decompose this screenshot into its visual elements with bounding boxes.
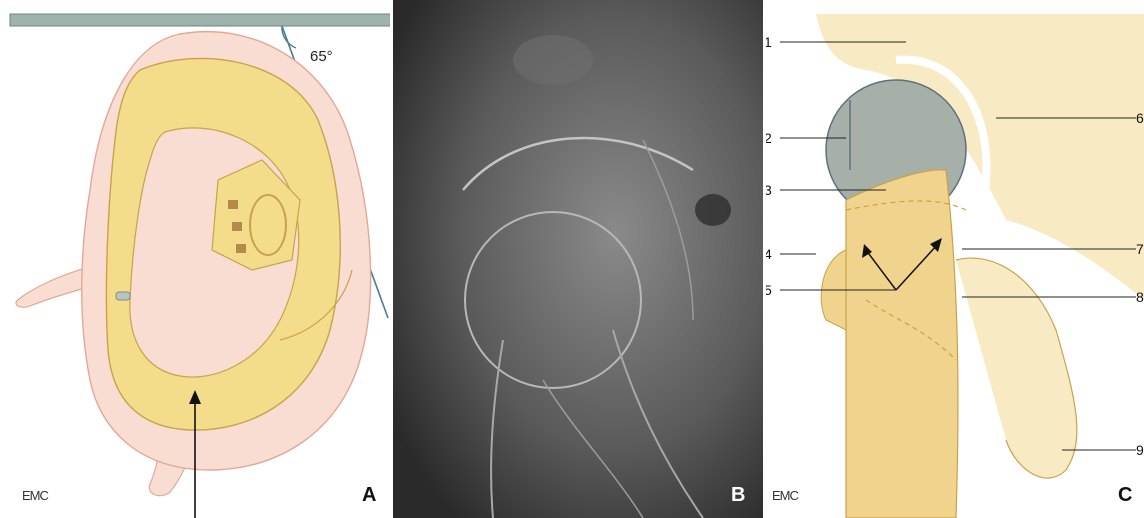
panel-a-pelvis-diagram: 65° EMC A — [0, 0, 390, 518]
exam-table-bar — [10, 14, 390, 26]
panel-c-hip-diagram: 1 2 3 4 5 6 7 8 9 EMC C — [766, 0, 1144, 518]
angle-label: 65° — [310, 48, 333, 65]
pubic-symphysis — [116, 292, 130, 300]
label-5: 5 — [766, 282, 772, 298]
label-9: 9 — [1136, 442, 1144, 458]
panel-b-xray: B — [393, 0, 763, 518]
pelvis-illustration — [0, 0, 390, 518]
femur — [846, 170, 958, 518]
label-4: 4 — [766, 246, 772, 262]
panel-letter-c: C — [1118, 484, 1132, 507]
sacral-foramen-2 — [232, 222, 242, 231]
emc-logo: EMC — [772, 488, 798, 503]
label-6: 6 — [1136, 110, 1144, 126]
hip-illustration — [766, 0, 1144, 518]
label-3: 3 — [766, 182, 772, 198]
panel-letter-a: A — [362, 484, 376, 507]
label-7: 7 — [1136, 241, 1144, 257]
label-2: 2 — [766, 130, 772, 146]
ischium — [956, 258, 1077, 478]
sacral-foramen-1 — [228, 200, 238, 209]
xray-image — [393, 0, 763, 518]
emc-logo: EMC — [22, 488, 48, 503]
sacral-foramen-3 — [236, 244, 246, 253]
label-1: 1 — [766, 34, 772, 50]
panel-letter-b: B — [731, 484, 745, 507]
label-8: 8 — [1136, 289, 1144, 305]
